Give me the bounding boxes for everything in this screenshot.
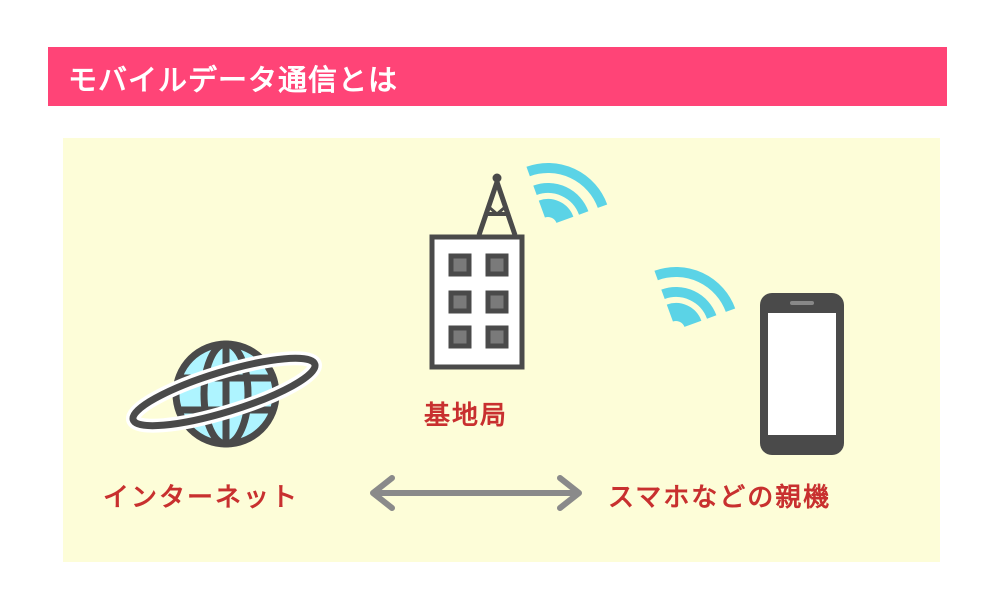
smartphone-icon <box>760 293 844 455</box>
cell-tower-building-icon <box>429 173 525 370</box>
base-station-label: 基地局 <box>424 401 509 431</box>
signal-icon <box>654 267 736 328</box>
signal-icon <box>526 163 608 224</box>
bidirectional-arrow <box>370 475 582 511</box>
globe-icon <box>125 340 323 448</box>
section-header: モバイルデータ通信とは <box>48 47 947 106</box>
smartphone-label: スマホなどの親機 <box>608 483 832 513</box>
page-title: モバイルデータ通信とは <box>68 63 399 97</box>
internet-label: インターネット <box>103 483 300 513</box>
